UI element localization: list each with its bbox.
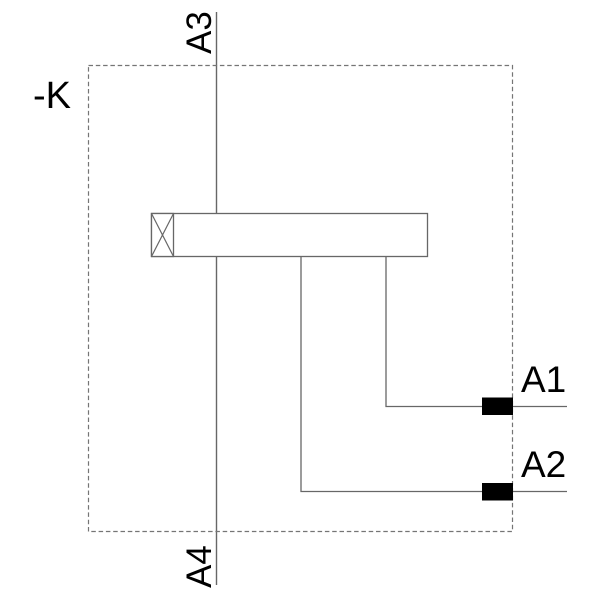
terminal-label-a3: A3 (180, 11, 219, 54)
wire-to-a2 (300, 256, 567, 493)
coil-cross-diagonal-up (150, 213, 175, 257)
device-label: -K (33, 75, 71, 117)
terminal-block-a1 (482, 397, 513, 415)
terminal-label-a4: A4 (180, 545, 219, 588)
component-boundary (87, 64, 514, 533)
terminal-block-a2 (482, 483, 513, 501)
coil-body (150, 212, 429, 258)
terminal-label-a2: A2 (521, 444, 566, 485)
terminal-label-a1: A1 (521, 359, 566, 400)
